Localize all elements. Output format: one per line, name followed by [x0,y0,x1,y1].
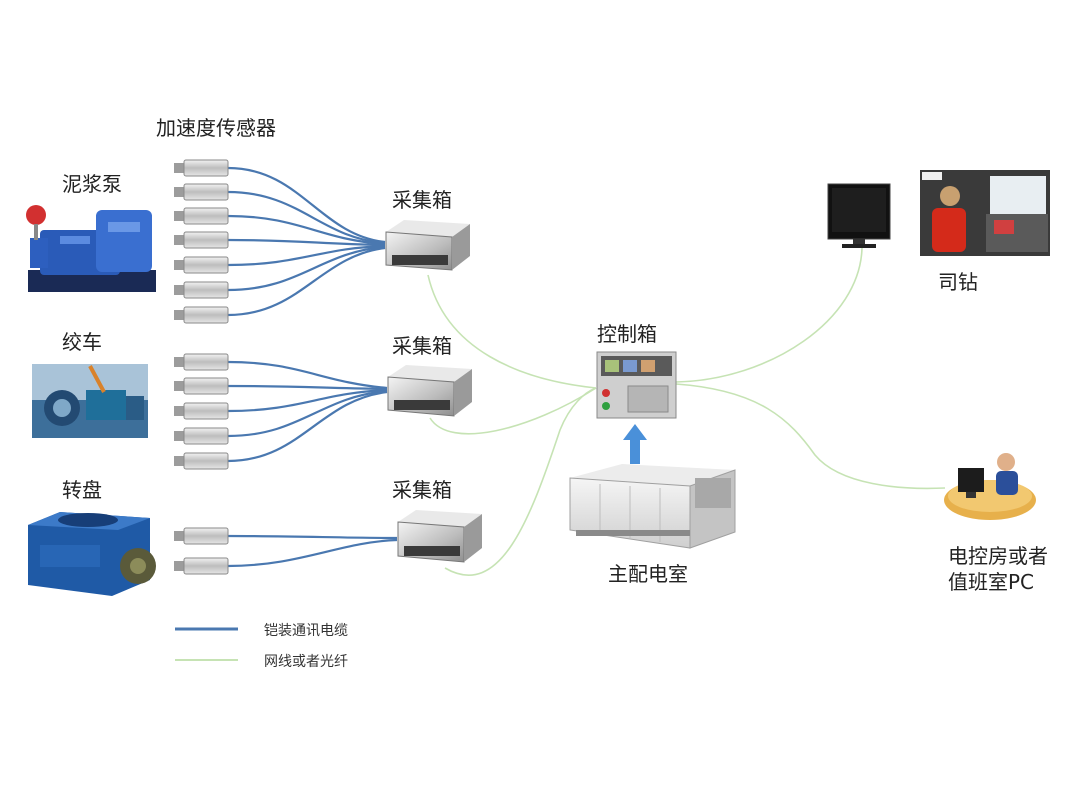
control-box-icon [596,351,677,419]
fiber-line-control-pc [675,383,946,490]
accelerometer-sensors [174,159,229,575]
sensor-icon [174,281,229,299]
collector-box-1-label: 采集箱 [392,188,452,212]
driller-label: 司钻 [938,270,978,294]
mud-pump-icon [26,205,156,292]
collector-box-2-icon [387,365,472,417]
sensor-icon [174,452,229,470]
sensor-icon [174,353,229,371]
collector-box-3-icon [397,510,482,563]
cable [227,245,386,292]
armored-cables-turntable [227,534,398,568]
control-room-pc-label-line1: 电控房或者 [948,544,1048,568]
sensor-icon [174,159,229,177]
cable [227,166,386,244]
arrow-up-icon [623,424,647,464]
sensor-icon [174,256,229,274]
fiber-line-collector3-control [444,387,597,576]
monitor-icon [827,183,891,248]
cable [227,390,388,463]
sensor-icon [174,207,229,225]
collector-box-3-label: 采集箱 [392,478,452,502]
sensor-header-label: 加速度传感器 [156,116,276,140]
cable [227,534,398,540]
main-power-room-icon [569,464,736,549]
fiber-line-collector1-control [427,274,597,389]
sensor-icon [174,557,229,575]
cable [227,244,386,267]
collector-box-2-label: 采集箱 [392,334,452,358]
cable [227,360,388,390]
legend-armored-cable-label: 铠装通讯电缆 [264,623,348,639]
sensor-icon [174,527,229,545]
armored-cables-mud-pump [227,166,386,317]
control-room-pc-icon [944,453,1036,520]
fiber-line-collector2-control [429,387,597,435]
cable [227,389,388,438]
control-room-pc-label-line2: 值班室PC [948,570,1035,594]
cable [227,384,388,391]
sensor-icon [174,306,229,324]
driller-cabin-icon [920,170,1050,256]
mud-pump-label: 泥浆泵 [62,172,122,196]
sensor-icon [174,377,229,395]
cable [227,538,398,568]
sensor-icon [174,402,229,420]
cable [227,238,386,247]
control-box-label: 控制箱 [597,322,657,346]
legend-network-fiber-label: 网线或者光纤 [264,654,348,670]
sensor-icon [174,427,229,445]
cable [227,190,386,245]
main-power-room-label: 主配电室 [608,562,688,586]
collector-box-1-icon [385,220,470,271]
sensor-icon [174,231,229,249]
network-fiber-lines [427,247,946,576]
winch-icon [32,364,148,438]
armored-cables-winch [227,360,388,463]
fiber-line-control-monitor [675,247,863,383]
cable [227,246,386,317]
sensor-icon [174,183,229,201]
winch-label: 绞车 [62,330,102,354]
cable [227,388,388,413]
turntable-icon [28,512,156,596]
cable [227,214,386,246]
turntable-label: 转盘 [62,478,102,502]
